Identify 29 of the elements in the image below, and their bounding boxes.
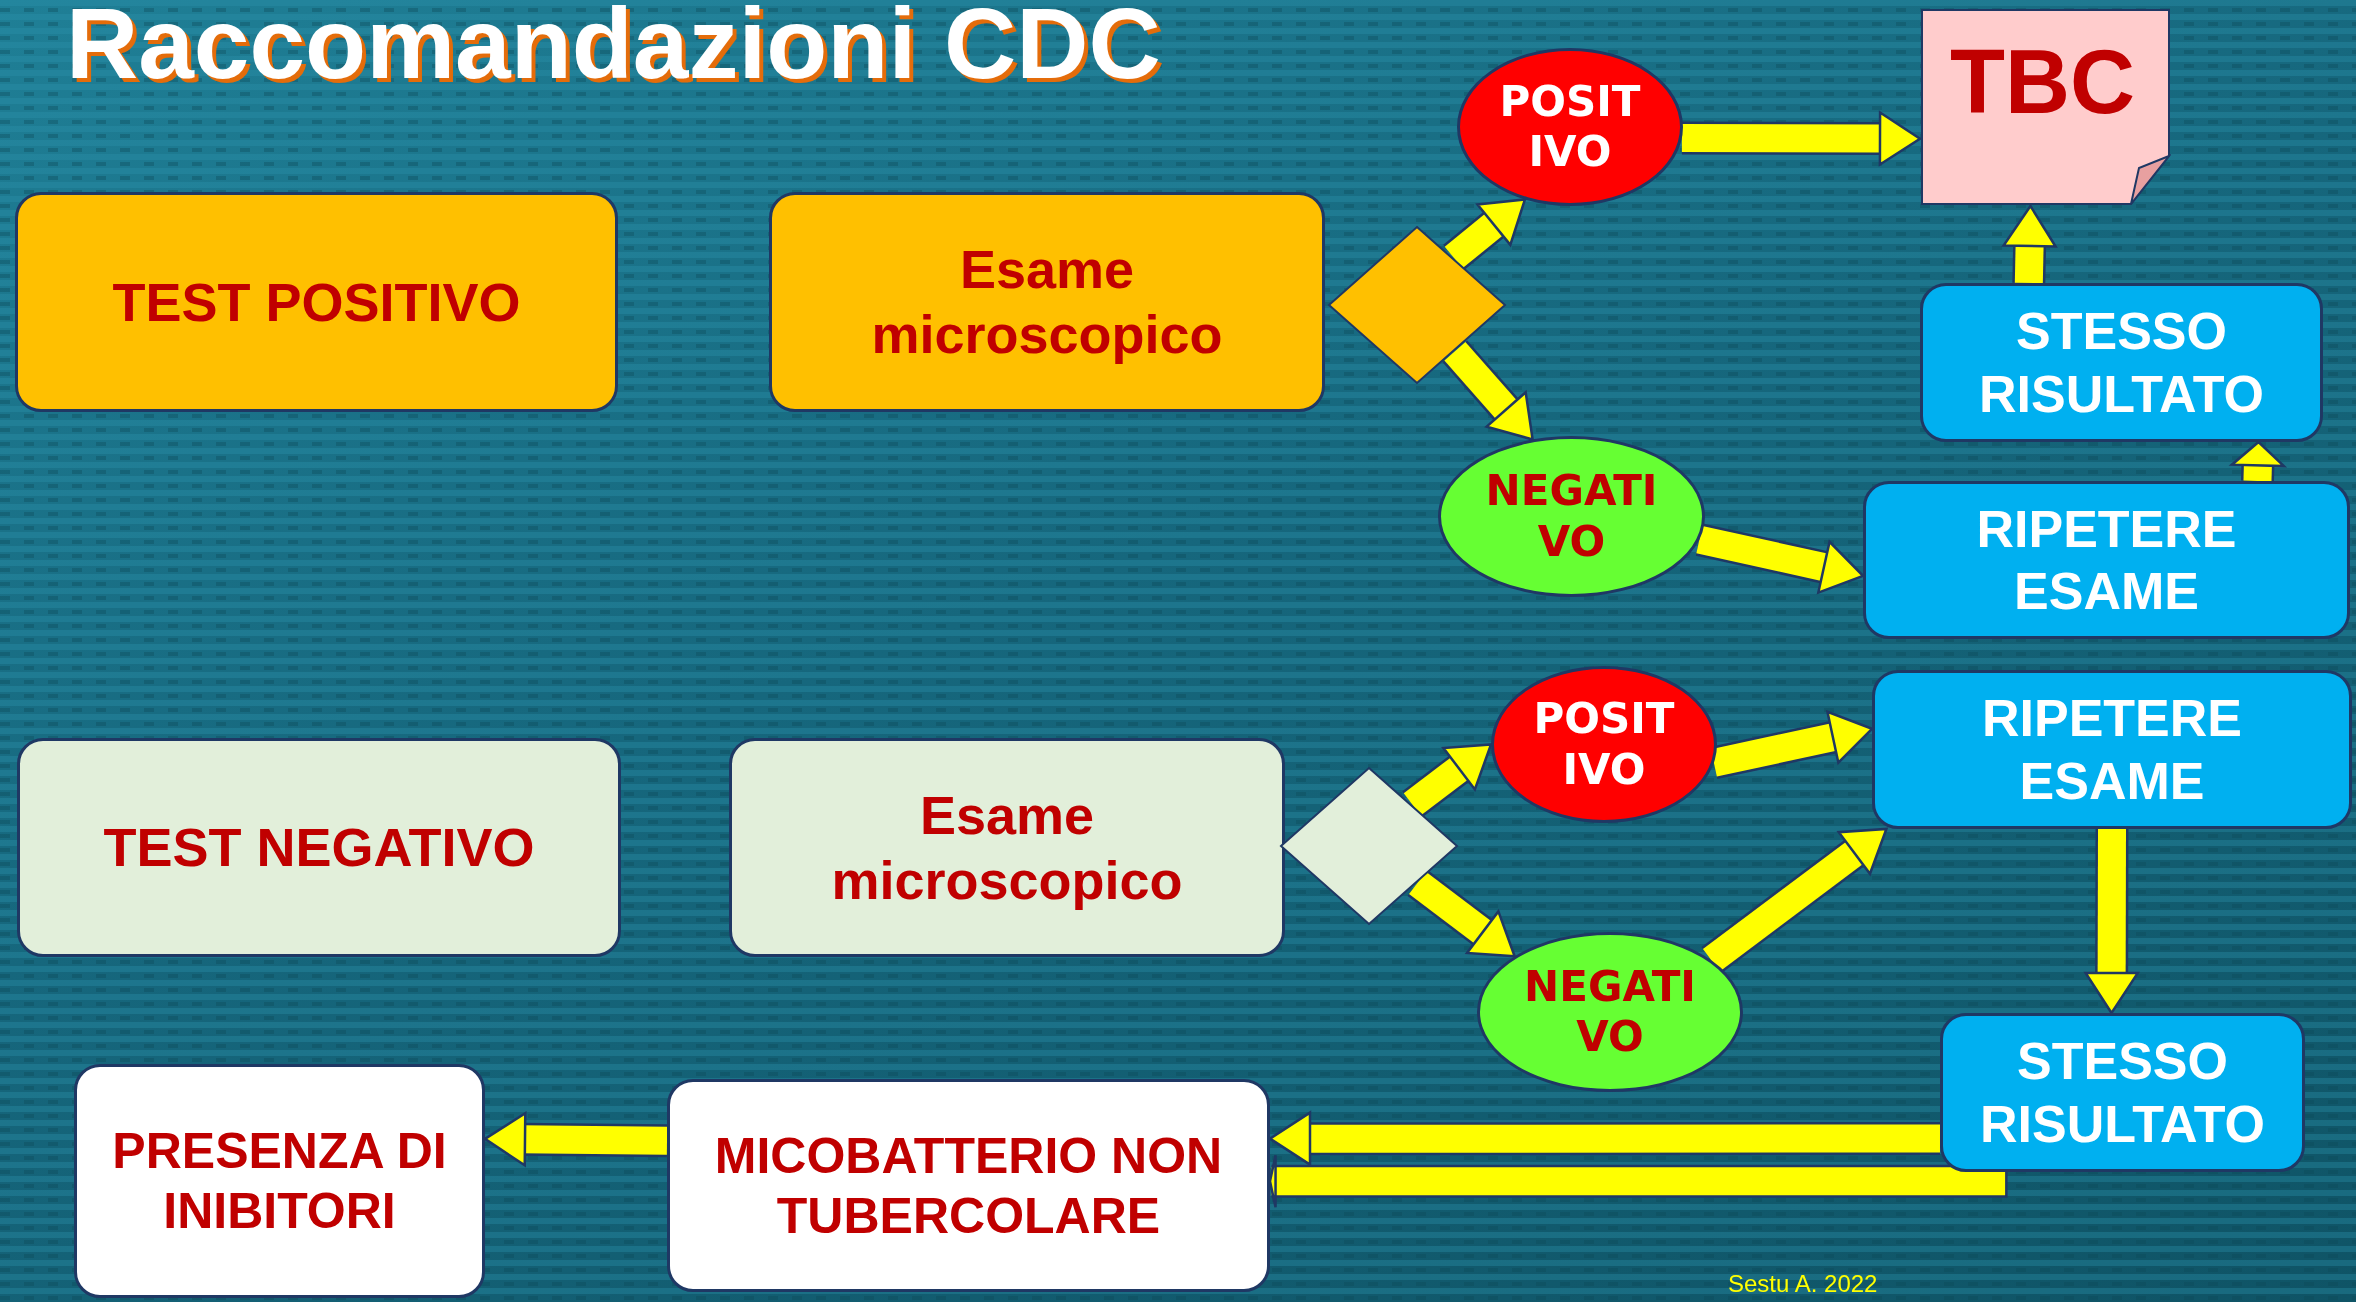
box-label: TEST NEGATIVO bbox=[102, 816, 536, 880]
box-label: NEGATI VO bbox=[1523, 961, 1697, 1063]
decision-diamond bbox=[1327, 225, 1507, 385]
process-box bbox=[769, 192, 1325, 412]
box-label: MICOBATTERIO NON TUBERCOLARE bbox=[713, 1126, 1224, 1246]
box-label: TEST POSITIVO bbox=[111, 270, 522, 334]
action-box bbox=[1920, 283, 2323, 442]
box-label: RIPETERE ESAME bbox=[1975, 498, 2238, 622]
title: Raccomandazioni CDC bbox=[66, 0, 1161, 101]
box-label: NEGATI VO bbox=[1484, 466, 1659, 567]
box-label: RIPETERE ESAME bbox=[1980, 688, 2244, 812]
box-label: STESSO RISULTATO bbox=[1978, 301, 2265, 425]
box-label: PRESENZA DI INIBITORI bbox=[111, 1122, 448, 1241]
box-label: STESSO RISULTATO bbox=[1979, 1031, 2266, 1155]
result-box bbox=[74, 1064, 485, 1298]
box-label: Esame microscopico bbox=[830, 783, 1184, 912]
decision-diamond bbox=[1279, 766, 1459, 926]
note-shape bbox=[1920, 8, 2171, 206]
process-box bbox=[15, 192, 618, 412]
action-box bbox=[1863, 481, 2350, 639]
action-box bbox=[1872, 670, 2352, 829]
result-box bbox=[667, 1079, 1270, 1292]
action-box bbox=[1940, 1013, 2305, 1172]
box-label: POSIT IVO bbox=[1532, 694, 1676, 795]
process-box bbox=[17, 738, 621, 957]
box-label: Esame microscopico bbox=[870, 238, 1224, 366]
diagnosis-label: TBC bbox=[1949, 31, 2136, 134]
author-credit: Sestu A. 2022 bbox=[1728, 1270, 1878, 1298]
box-label: POSIT IVO bbox=[1498, 76, 1642, 178]
